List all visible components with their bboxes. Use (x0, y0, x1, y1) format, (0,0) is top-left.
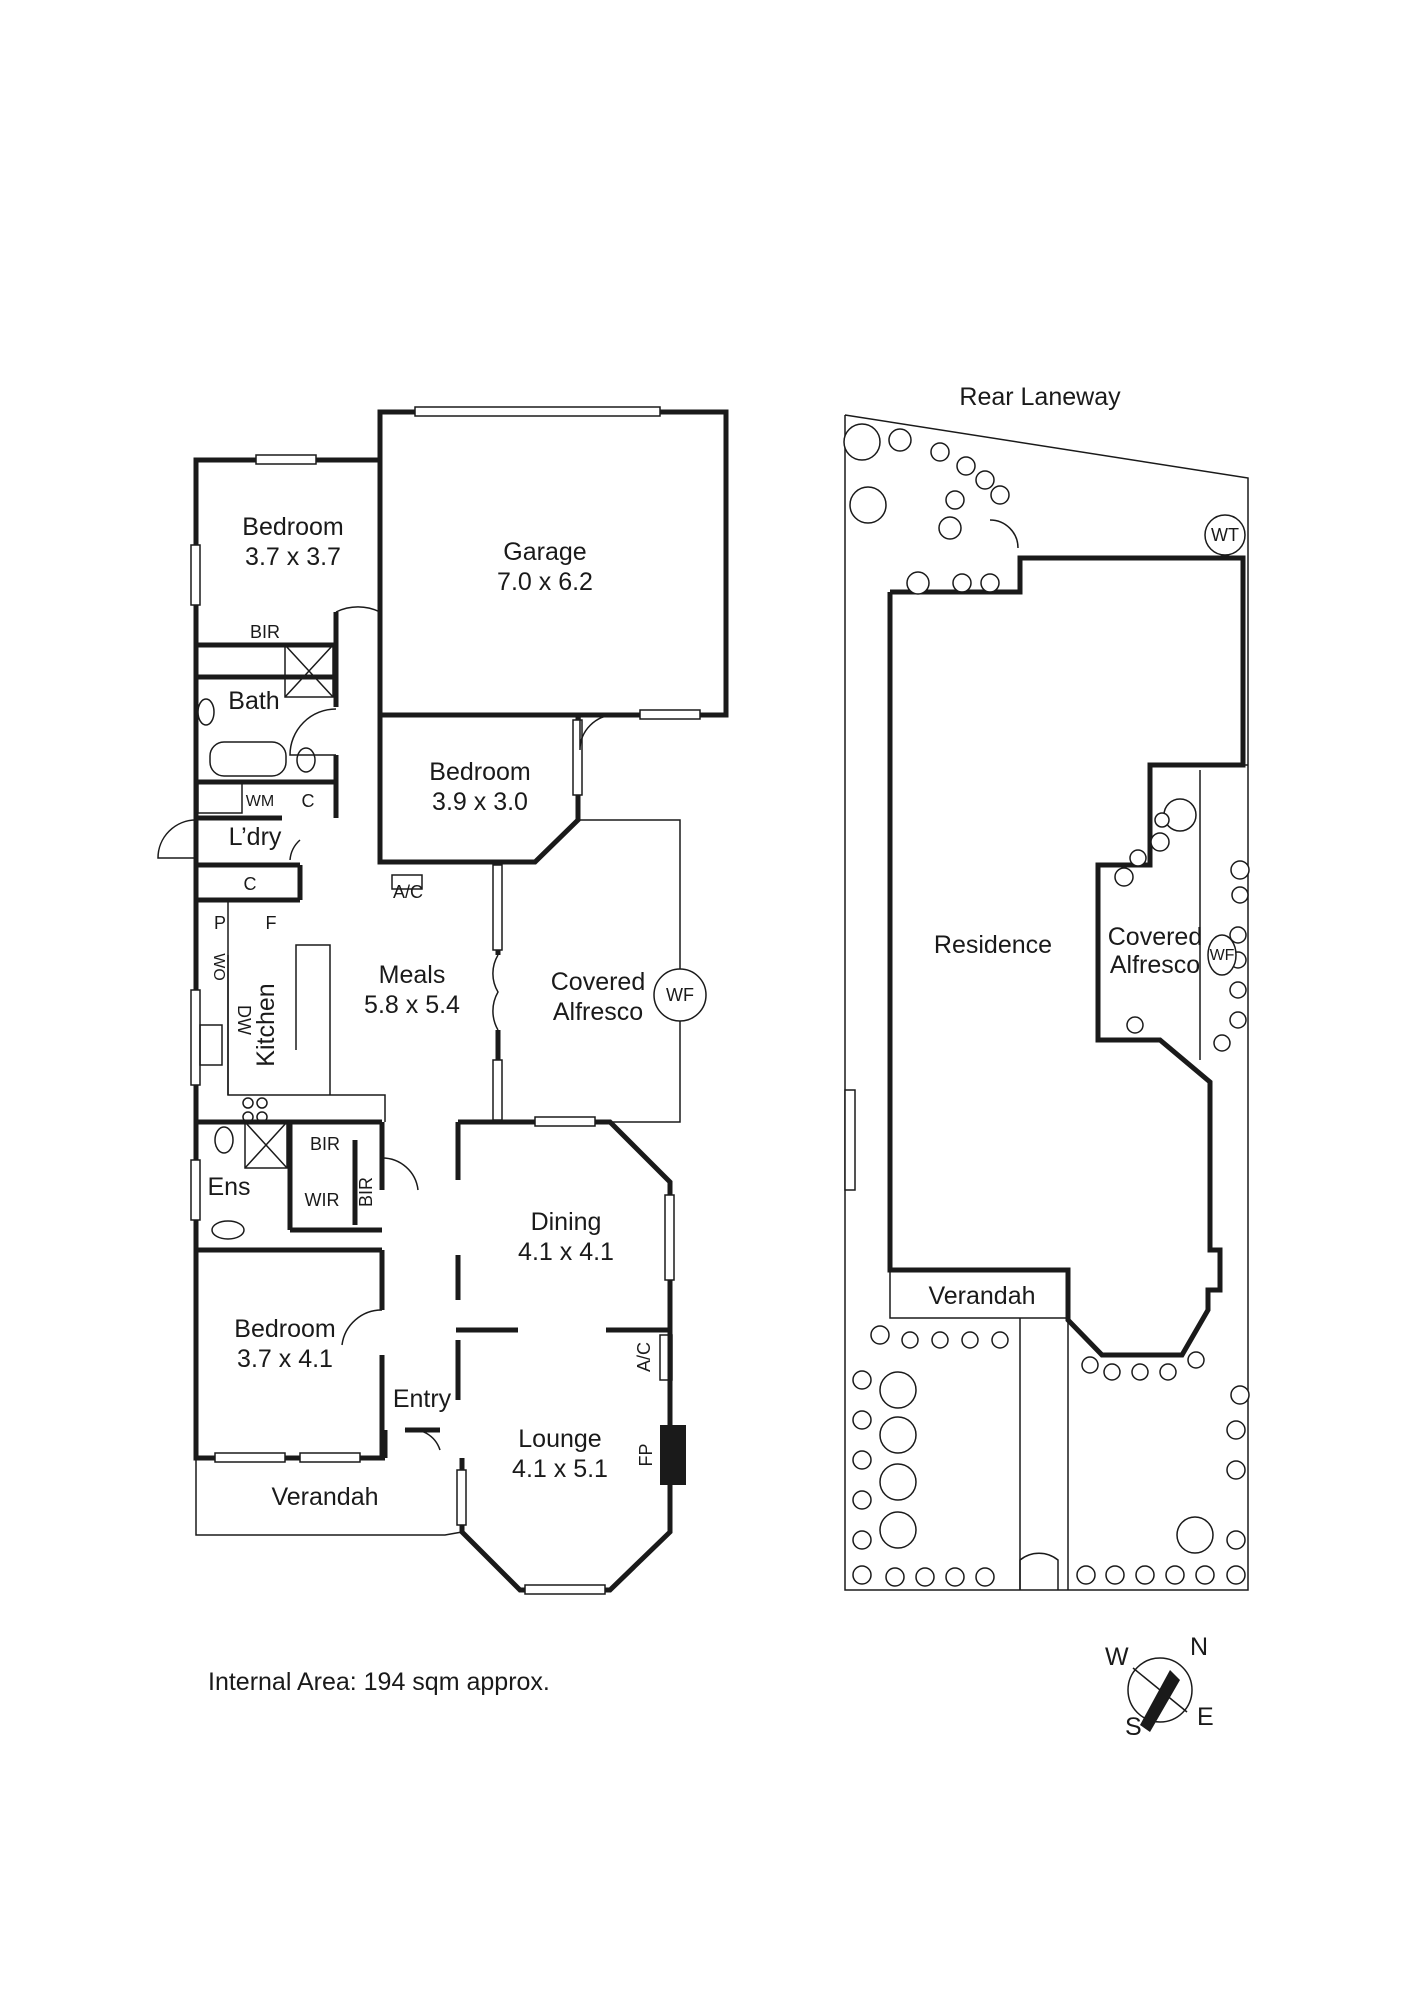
bedroom-top-name: Bedroom (242, 513, 343, 541)
wo-label: WO (210, 953, 227, 981)
kitchen-label: Kitchen (252, 983, 280, 1066)
wm-label: WM (246, 793, 274, 810)
dw-label: DW (234, 1005, 254, 1035)
compass-icon: N W E S (1105, 1633, 1214, 1741)
wood-fire-symbol (653, 968, 707, 1022)
c-store-label: C (244, 874, 257, 894)
site-verandah-label: Verandah (928, 1282, 1035, 1310)
wf-label: WF (666, 985, 694, 1005)
bedroom-mid-name: Bedroom (429, 758, 530, 786)
lounge-size: 4.1 x 5.1 (512, 1455, 608, 1483)
fp-label: FP (636, 1443, 656, 1466)
ens-label: Ens (207, 1173, 250, 1201)
wir-label: WIR (305, 1190, 340, 1210)
garage-size: 7.0 x 6.2 (497, 568, 593, 596)
ac-meals-label: A/C (393, 882, 423, 902)
laundry-label: L’dry (229, 823, 282, 851)
c-laundry-label: C (302, 791, 315, 811)
meals-size: 5.8 x 5.4 (364, 991, 460, 1019)
ac-lounge-label: A/C (634, 1342, 654, 1372)
bath-label: Bath (228, 687, 279, 715)
bedroom-mid-size: 3.9 x 3.0 (432, 788, 528, 816)
site-plan: Rear Laneway WT Residence Covered Alfres… (843, 383, 1250, 1591)
internal-area-label: Internal Area: 194 sqm approx. (208, 1668, 550, 1696)
bir-wir-label: BIR (356, 1177, 376, 1207)
dining-size: 4.1 x 4.1 (518, 1238, 614, 1266)
rear-laneway-label: Rear Laneway (959, 383, 1121, 411)
site-wood-fire-symbol (1207, 934, 1237, 976)
residence-outline (887, 555, 1246, 1358)
garage-name: Garage (503, 538, 586, 566)
lounge-name: Lounge (518, 1425, 601, 1453)
pantry-label: P (214, 913, 226, 933)
verandah-label: Verandah (271, 1483, 378, 1511)
site-wf-label: WF (1210, 947, 1235, 964)
outer-wall-north-west (193, 409, 729, 720)
wt-label: WT (1211, 525, 1239, 545)
bir-ens-label: BIR (310, 1134, 340, 1154)
dining-lounge-wall (458, 1119, 673, 1593)
water-tank-symbol (1204, 514, 1246, 556)
bedroom-bottom-name: Bedroom (234, 1315, 335, 1343)
alfresco-line1: Covered (551, 968, 646, 996)
bedroom-bottom-size: 3.7 x 4.1 (237, 1345, 333, 1373)
garden-trees (843, 423, 1250, 1587)
compass-e: E (1197, 1703, 1214, 1731)
site-alfresco-line2: Alfresco (1110, 951, 1200, 979)
site-alfresco-line1: Covered (1108, 923, 1203, 951)
compass-n: N (1190, 1633, 1208, 1661)
bedroom-top-size: 3.7 x 3.7 (245, 543, 341, 571)
compass-s: S (1125, 1713, 1142, 1741)
residence-label: Residence (934, 931, 1052, 959)
entry-label: Entry (393, 1385, 452, 1413)
dining-name: Dining (531, 1208, 602, 1236)
meals-name: Meals (379, 961, 446, 989)
fridge-label: F (266, 913, 277, 933)
alfresco-line2: Alfresco (553, 998, 643, 1026)
compass-w: W (1105, 1643, 1129, 1671)
ground-floor-plan: Bedroom 3.7 x 3.7 Garage 7.0 x 6.2 Bedro… (157, 406, 729, 1595)
bir-top-label: BIR (250, 622, 280, 642)
